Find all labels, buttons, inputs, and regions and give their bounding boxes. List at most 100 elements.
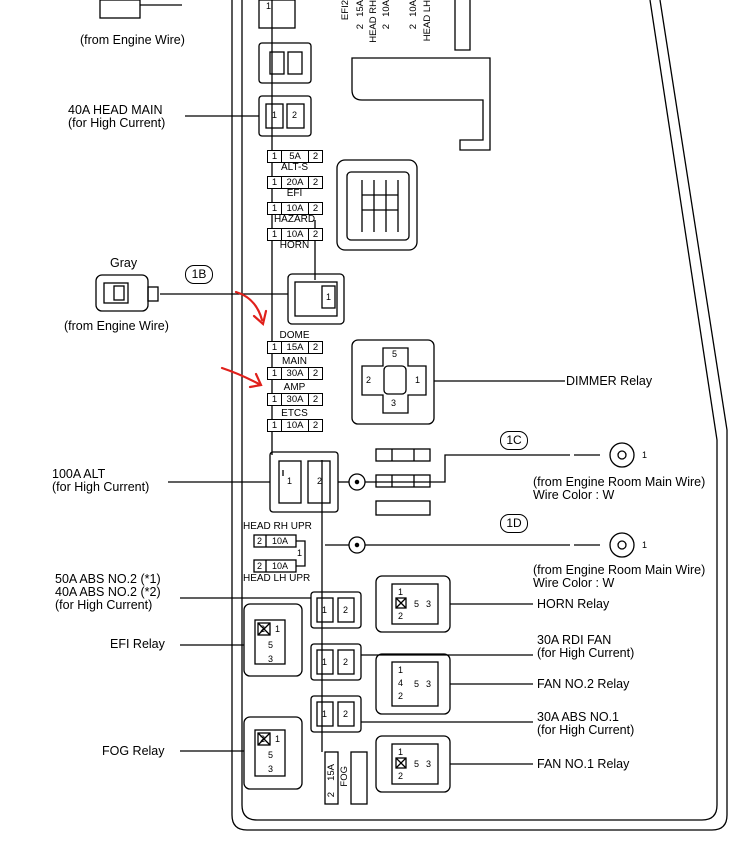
horn-relay-pin3: 3 (426, 599, 432, 609)
vfuse-15a: 15A (355, 0, 366, 17)
abs-no1-label: 30A ABS NO.1(for High Current) (537, 710, 635, 737)
fan2-relay-pin2: 2 (398, 691, 404, 701)
head-main-pin1: 1 (272, 110, 278, 120)
fuse-label-etcs: ETCS (281, 408, 308, 419)
annotation-arrow-1 (234, 290, 264, 322)
connector-code-1b: 1B (185, 265, 213, 284)
horn-relay-pin5: 5 (414, 599, 420, 609)
vfuse-head-lh: HEAD LH (422, 0, 433, 42)
abs1-pin1: 1 (322, 709, 328, 719)
efi-relay-pin2: 2 (260, 624, 266, 634)
conn-1b-pin1: 1 (326, 292, 332, 302)
ring-pin-1c: 1 (642, 450, 648, 460)
annotation-arrow-2 (220, 366, 261, 386)
dimmer-pin5: 5 (392, 349, 398, 359)
head-main-label: 40A HEAD MAIN(for High Current) (68, 103, 166, 130)
fan1-relay-pin5: 5 (414, 759, 420, 769)
dimmer-relay-label: DIMMER Relay (566, 374, 653, 388)
abs2-pin2: 2 (343, 605, 349, 615)
abs1-pin2: 2 (343, 709, 349, 719)
vfuse-efi2: EFI2 (340, 0, 351, 21)
horn-relay-pin1: 1 (398, 587, 404, 597)
fuse-label-alt-s: ALT-S (280, 162, 309, 173)
efi-relay-pin5: 5 (268, 640, 274, 650)
dimmer-pin2: 2 (366, 375, 372, 385)
vfuse-p2a: 2 (355, 24, 366, 30)
fan1-relay-pin1: 1 (398, 747, 404, 757)
wire-color-label-1: Wire Color : W (533, 488, 615, 502)
vfuse-p2b: 2 (381, 24, 392, 30)
horn-relay-pin2: 2 (398, 611, 404, 621)
fog-fuse-pin: 2 (326, 792, 337, 798)
fog-relay-pin2: 2 (260, 734, 266, 744)
head-main-pin2: 2 (292, 110, 298, 120)
efi-relay-pin3: 3 (268, 654, 274, 664)
abs-no2-label: 50A ABS NO.2 (*1)40A ABS NO.2 (*2)(for H… (55, 572, 161, 612)
head-rh-upr-label: HEAD RH UPR (243, 521, 312, 532)
fuse-label-horn: HORN (279, 240, 310, 251)
vfuse-head-rh: HEAD RH (368, 0, 379, 43)
head-rh-pin: 2 (257, 536, 263, 546)
connector-code-1d: 1D (500, 514, 528, 533)
fog-relay-pin5: 5 (268, 750, 274, 760)
head-common-pin: 1 (297, 548, 303, 558)
block-outline-inner (241, 0, 718, 821)
fan-no1-relay-label: FAN NO.1 Relay (537, 757, 630, 771)
head-lh-upr-label: HEAD LH UPR (243, 573, 311, 584)
rdi-pin1: 1 (322, 657, 328, 667)
dimmer-pin3: 3 (391, 398, 397, 408)
fuse-label-efi: EFI (286, 188, 303, 199)
head-rh-amp: 10A (272, 536, 289, 546)
fog-relay-pin3: 3 (268, 764, 274, 774)
head-lh-pin: 2 (257, 561, 263, 571)
engine-wire-label-mid: (from Engine Wire) (64, 319, 169, 333)
gray-label: Gray (110, 256, 138, 270)
top-connector-pin: 1 (266, 1, 272, 11)
fuse-label-amp: AMP (283, 382, 306, 393)
alt-pin1: 1 (287, 476, 293, 486)
fog-fuse-name: FOG (339, 766, 350, 787)
fog-relay-pin1: 1 (275, 734, 281, 744)
fan2-relay-pin1: 1 (398, 665, 404, 675)
efi-relay-label: EFI Relay (110, 637, 165, 651)
vfuse-p2c: 2 (408, 24, 419, 30)
vfuse-10a-2: 10A (408, 0, 419, 17)
engine-wire-label-top: (from Engine Wire) (80, 33, 185, 47)
fan-no2-relay-label: FAN NO.2 Relay (537, 677, 630, 691)
fog-relay-label: FOG Relay (102, 744, 165, 758)
alt-label: 100A ALT(for High Current) (52, 467, 150, 494)
wire-color-label-2: Wire Color : W (533, 576, 615, 590)
fan2-relay-pin3: 3 (426, 679, 432, 689)
ring-pin-1d: 1 (642, 540, 648, 550)
efi-relay-pin1: 1 (275, 624, 281, 634)
fan1-relay-pin3: 3 (426, 759, 432, 769)
abs2-pin1: 1 (322, 605, 328, 615)
horn-relay-label: HORN Relay (537, 597, 610, 611)
vfuse-10a-1: 10A (381, 0, 392, 17)
dimmer-pin1: 1 (415, 375, 421, 385)
block-outline-outer (231, 0, 728, 831)
connector-code-1c: 1C (500, 431, 528, 450)
rdi-fan-label: 30A RDI FAN(for High Current) (537, 633, 635, 660)
fan1-relay-pin2: 2 (398, 771, 404, 781)
fan2-relay-pin5: 5 (414, 679, 420, 689)
main-wire-label-1: (from Engine Room Main Wire) (533, 475, 706, 489)
rdi-pin2: 2 (343, 657, 349, 667)
fog-fuse-amp: 15A (326, 764, 337, 781)
head-lh-amp: 10A (272, 561, 289, 571)
fuse-label-main: MAIN (282, 356, 307, 367)
fan2-relay-pin4: 4 (398, 678, 404, 688)
fuse-label-hazard: HAZARD (273, 214, 316, 225)
main-wire-label-2: (from Engine Room Main Wire) (533, 563, 706, 577)
alt-pin2: 2 (317, 476, 323, 486)
fuse-label-dome: DOME (279, 330, 310, 341)
